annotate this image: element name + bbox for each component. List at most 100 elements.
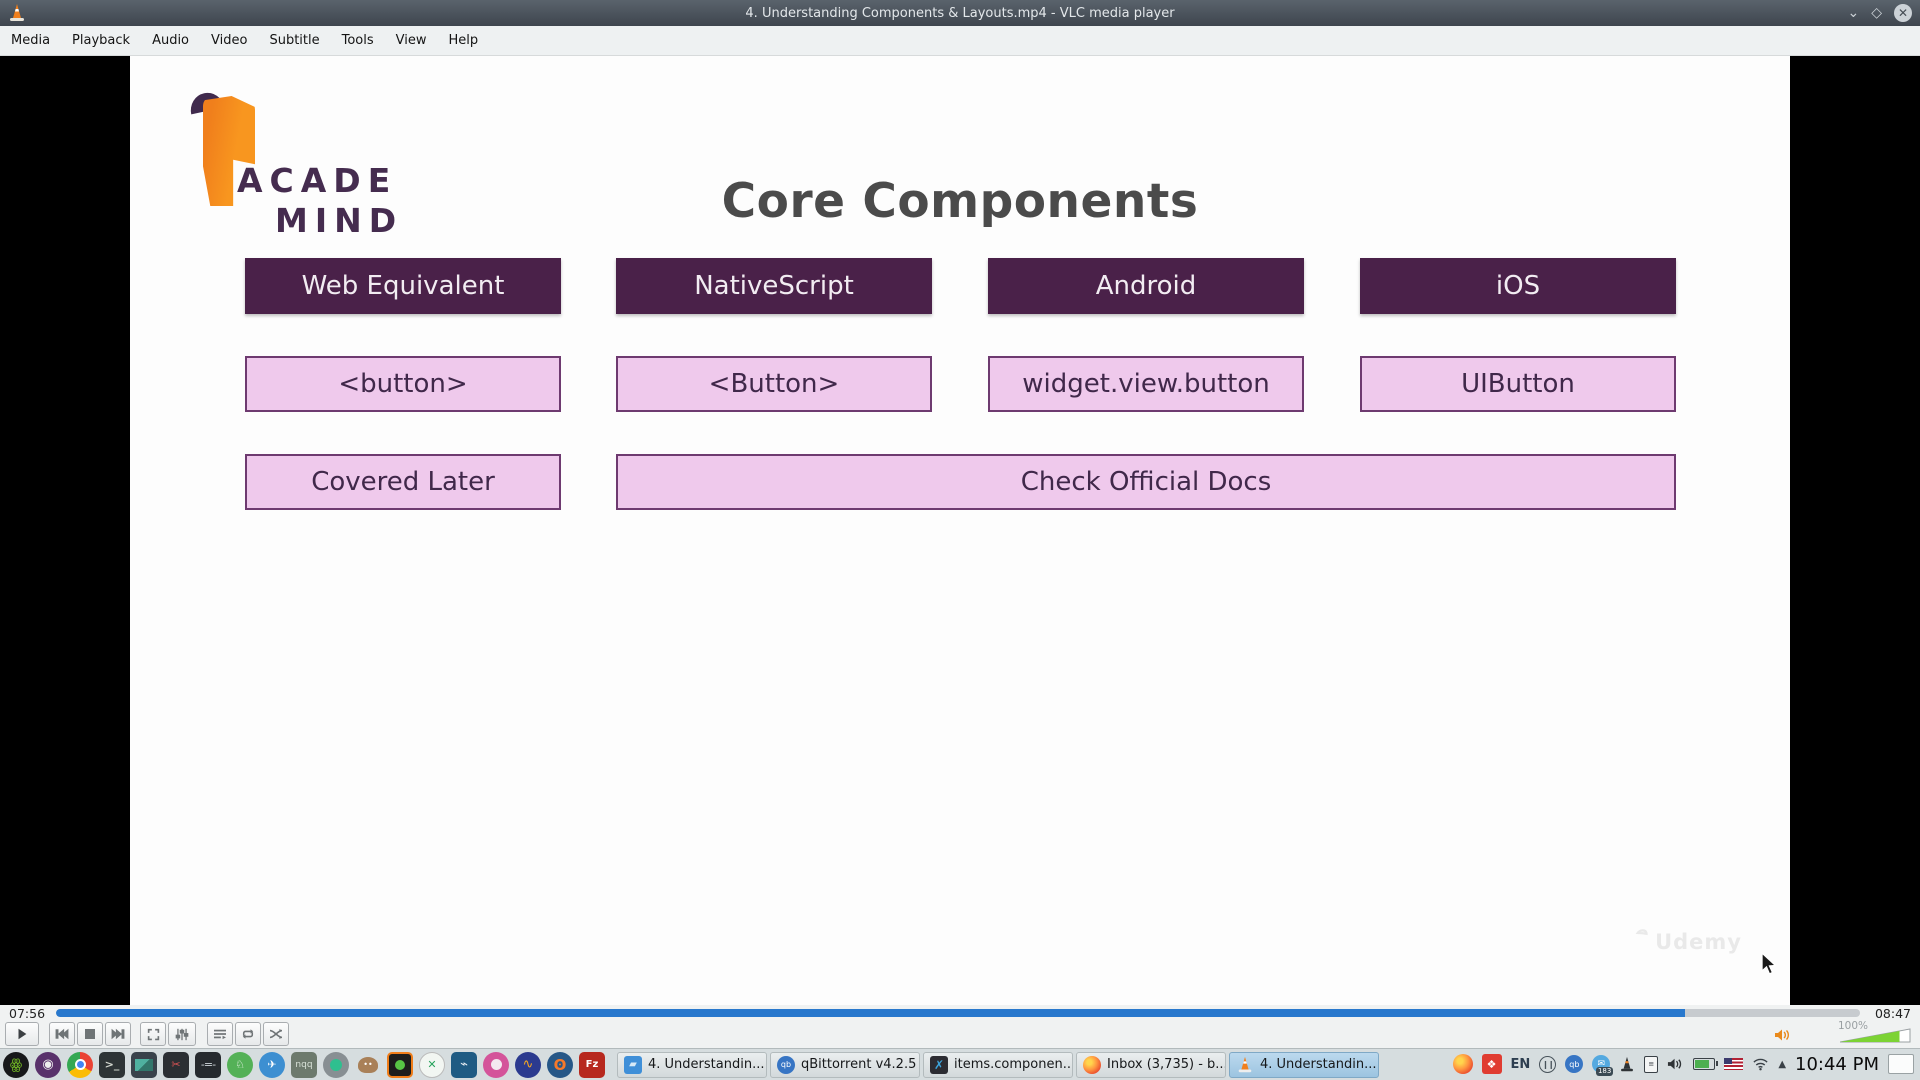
video-canvas[interactable]: ACADE MIND Core Components Web Equivalen…	[0, 56, 1920, 1005]
media-eye-icon[interactable]	[387, 1051, 413, 1078]
menu-video[interactable]: Video	[211, 32, 248, 48]
chrome-icon[interactable]	[67, 1051, 93, 1078]
mouse-cursor	[1761, 952, 1778, 975]
next-button[interactable]	[105, 1022, 131, 1046]
fullscreen-icon	[147, 1028, 159, 1040]
stop-icon	[85, 1029, 95, 1039]
qbittorrent-icon: qb	[777, 1055, 795, 1074]
pause-circle-icon[interactable]: ❙❙	[1539, 1055, 1557, 1073]
firefox-icon	[1083, 1055, 1101, 1074]
vlc-cone-icon	[10, 4, 24, 21]
system-tray: ❖ EN ❙❙ qb ✉183 ≡ ▲ 10:44 PM	[1452, 1048, 1920, 1080]
audacity-icon[interactable]: ∿	[515, 1051, 541, 1078]
task-vscode[interactable]: ✗ items.componen...	[923, 1051, 1073, 1078]
firefox-icon[interactable]	[1452, 1054, 1473, 1074]
task-qbittorrent[interactable]: qb qBittorrent v4.2.5	[770, 1051, 920, 1078]
task-file-manager[interactable]: ▰ 4. Understandin...	[617, 1051, 767, 1078]
cell-covered-later: Covered Later	[245, 454, 561, 510]
header-ios: iOS	[1360, 258, 1676, 314]
show-desktop-button[interactable]	[1888, 1054, 1914, 1074]
menu-audio[interactable]: Audio	[152, 32, 190, 48]
slide-title: Core Components	[721, 174, 1199, 229]
cell-ns-button: <Button>	[616, 356, 932, 412]
shuffle-button[interactable]	[263, 1022, 289, 1046]
filezilla-icon[interactable]: Fz	[579, 1051, 605, 1078]
menu-playback[interactable]: Playback	[72, 32, 131, 48]
slide-content: ACADE MIND Core Components Web Equivalen…	[130, 56, 1790, 1005]
screenshot-tool-icon[interactable]: ✂	[163, 1051, 189, 1078]
opensuse-icon[interactable]: ꙮ	[3, 1051, 29, 1078]
battery-icon[interactable]	[1693, 1058, 1719, 1070]
message-count-badge: 183	[1595, 1067, 1614, 1076]
seek-bar-fill	[56, 1009, 1685, 1017]
equalizer-icon	[175, 1028, 189, 1040]
speaker-icon[interactable]	[1774, 1028, 1792, 1042]
qbittorrent-icon[interactable]: qb	[1565, 1055, 1584, 1073]
menu-help[interactable]: Help	[448, 32, 479, 48]
clipboard-icon[interactable]: ≡	[1644, 1055, 1659, 1073]
elapsed-time: 07:56	[9, 1006, 46, 1021]
minimize-button[interactable]: ⌄	[1847, 5, 1860, 21]
task-vlc-active[interactable]: 4. Understandin...	[1229, 1051, 1379, 1078]
cell-android-button: widget.view.button	[988, 356, 1304, 412]
header-android: Android	[988, 258, 1304, 314]
total-time: 08:47	[1874, 1006, 1911, 1021]
red-launcher-icon[interactable]: ❖	[1481, 1054, 1502, 1074]
vlc-menubar: Media Playback Audio Video Subtitle Tool…	[0, 26, 1920, 56]
menu-subtitle[interactable]: Subtitle	[269, 32, 320, 48]
menu-tools[interactable]: Tools	[341, 32, 374, 48]
volume-slider[interactable]	[1840, 1028, 1912, 1043]
image-viewer-icon[interactable]	[131, 1051, 157, 1078]
play-icon	[18, 1028, 27, 1040]
blender-icon[interactable]: ʘ	[547, 1051, 573, 1078]
logo-text-acade: ACADE	[237, 161, 398, 200]
menu-media[interactable]: Media	[11, 32, 51, 48]
mysql-workbench-icon[interactable]: ⌁	[451, 1051, 477, 1078]
previous-button[interactable]	[49, 1022, 75, 1046]
gimp-icon[interactable]: ••	[355, 1052, 381, 1078]
playlist-icon	[214, 1029, 226, 1040]
play-button[interactable]	[5, 1022, 39, 1046]
cell-check-official-docs: Check Official Docs	[616, 454, 1676, 510]
previous-icon	[55, 1028, 69, 1040]
header-web-equivalent: Web Equivalent	[245, 258, 561, 314]
vscode-icon: ✗	[930, 1055, 948, 1074]
pink-app-icon[interactable]	[483, 1051, 509, 1078]
fullscreen-button[interactable]	[140, 1022, 166, 1046]
window-title: 4. Understanding Components & Layouts.mp…	[745, 5, 1175, 21]
messages-icon[interactable]: ✉183	[1592, 1055, 1614, 1076]
shuffle-icon	[269, 1028, 283, 1040]
messenger-icon[interactable]: ✈	[259, 1051, 285, 1078]
settings-sliders-icon[interactable]: -=-	[195, 1051, 221, 1078]
file-manager-icon: ▰	[624, 1055, 642, 1074]
task-firefox-inbox[interactable]: Inbox (3,735) - b...	[1076, 1051, 1226, 1078]
maximize-button[interactable]: ◇	[1871, 5, 1882, 21]
seek-bar[interactable]	[56, 1009, 1860, 1017]
arrow-up-icon[interactable]: ▲	[1778, 1058, 1787, 1070]
loop-icon	[242, 1029, 254, 1039]
close-button[interactable]: ✕	[1894, 4, 1912, 22]
loop-button[interactable]	[235, 1022, 261, 1046]
menu-view[interactable]: View	[395, 32, 427, 48]
recorder-icon[interactable]	[323, 1051, 349, 1078]
notepadqq-icon[interactable]: nqq	[291, 1051, 317, 1078]
us-flag-icon[interactable]	[1724, 1058, 1744, 1070]
terminal-icon[interactable]: >_	[99, 1051, 125, 1078]
stop-button[interactable]	[77, 1022, 103, 1046]
volume-icon[interactable]	[1667, 1057, 1684, 1071]
player-control-area: 07:56 08:47	[0, 1005, 1920, 1048]
equalizer-button[interactable]	[168, 1022, 196, 1046]
wifi-icon[interactable]	[1752, 1057, 1769, 1071]
playlist-button[interactable]	[207, 1022, 233, 1046]
vlc-titlebar: 4. Understanding Components & Layouts.mp…	[0, 0, 1920, 26]
language-indicator[interactable]: EN	[1510, 1056, 1531, 1072]
clock[interactable]: 10:44 PM	[1795, 1053, 1879, 1075]
academind-logo: ACADE MIND	[175, 89, 475, 241]
tor-browser-icon[interactable]: ◉	[35, 1051, 61, 1078]
next-icon	[111, 1028, 125, 1040]
vlc-icon[interactable]	[1619, 1056, 1635, 1073]
green-app-icon[interactable]: ♘	[227, 1051, 253, 1078]
vlc-icon	[1238, 1056, 1252, 1072]
green-x-app-icon[interactable]: ✕	[419, 1051, 445, 1078]
